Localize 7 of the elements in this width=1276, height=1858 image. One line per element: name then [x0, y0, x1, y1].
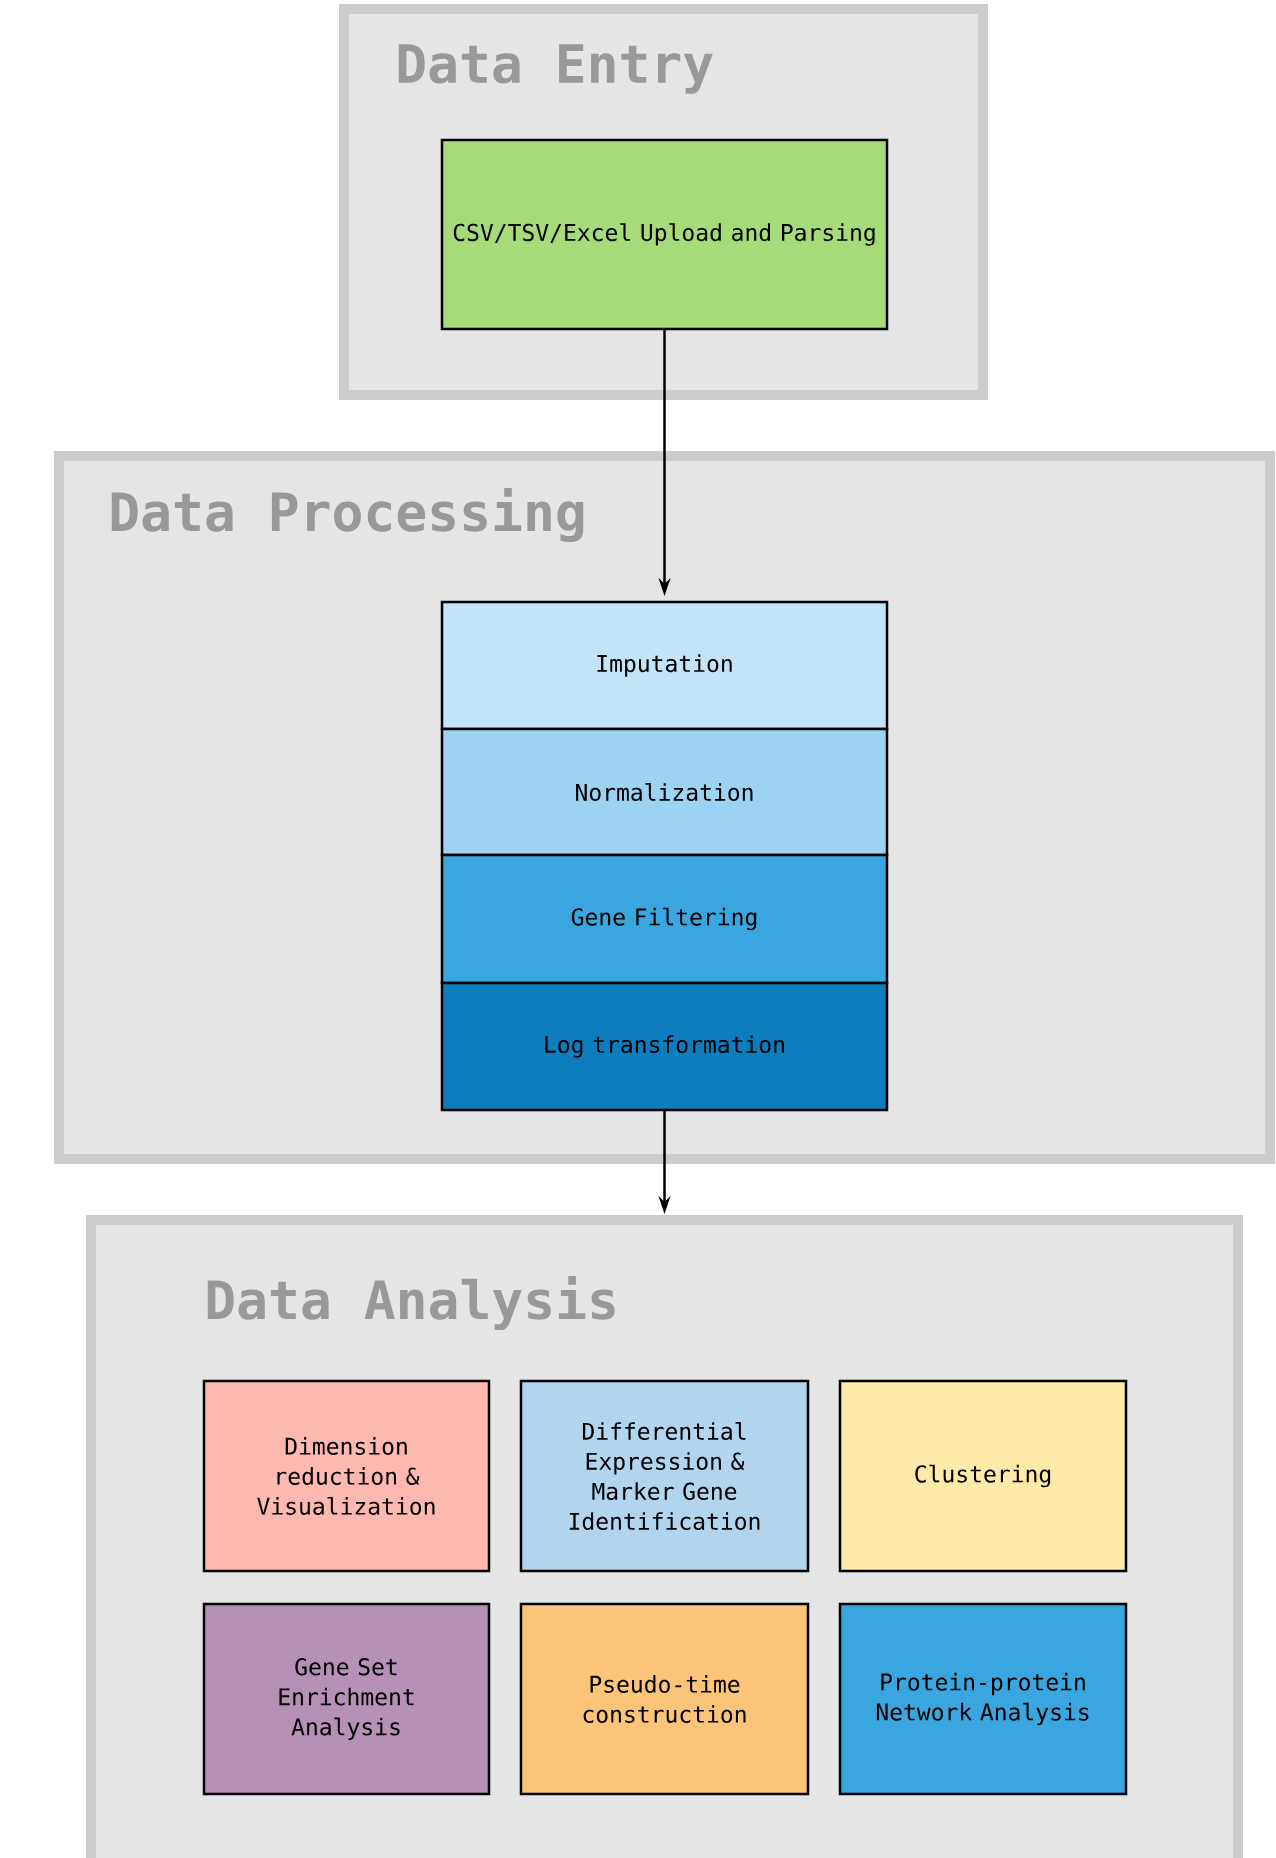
panel-title: Data Entry: [398, 44, 713, 94]
node-label: CSV/TSV/Excel Upload and Parsing: [453, 223, 875, 246]
node-label: Gene Filtering: [571, 907, 757, 931]
node-label: Log transformation: [545, 1035, 784, 1058]
node-label: Imputation: [597, 654, 732, 677]
panel-title: Data Processing: [111, 488, 584, 543]
node-label: Normalization: [576, 783, 753, 801]
